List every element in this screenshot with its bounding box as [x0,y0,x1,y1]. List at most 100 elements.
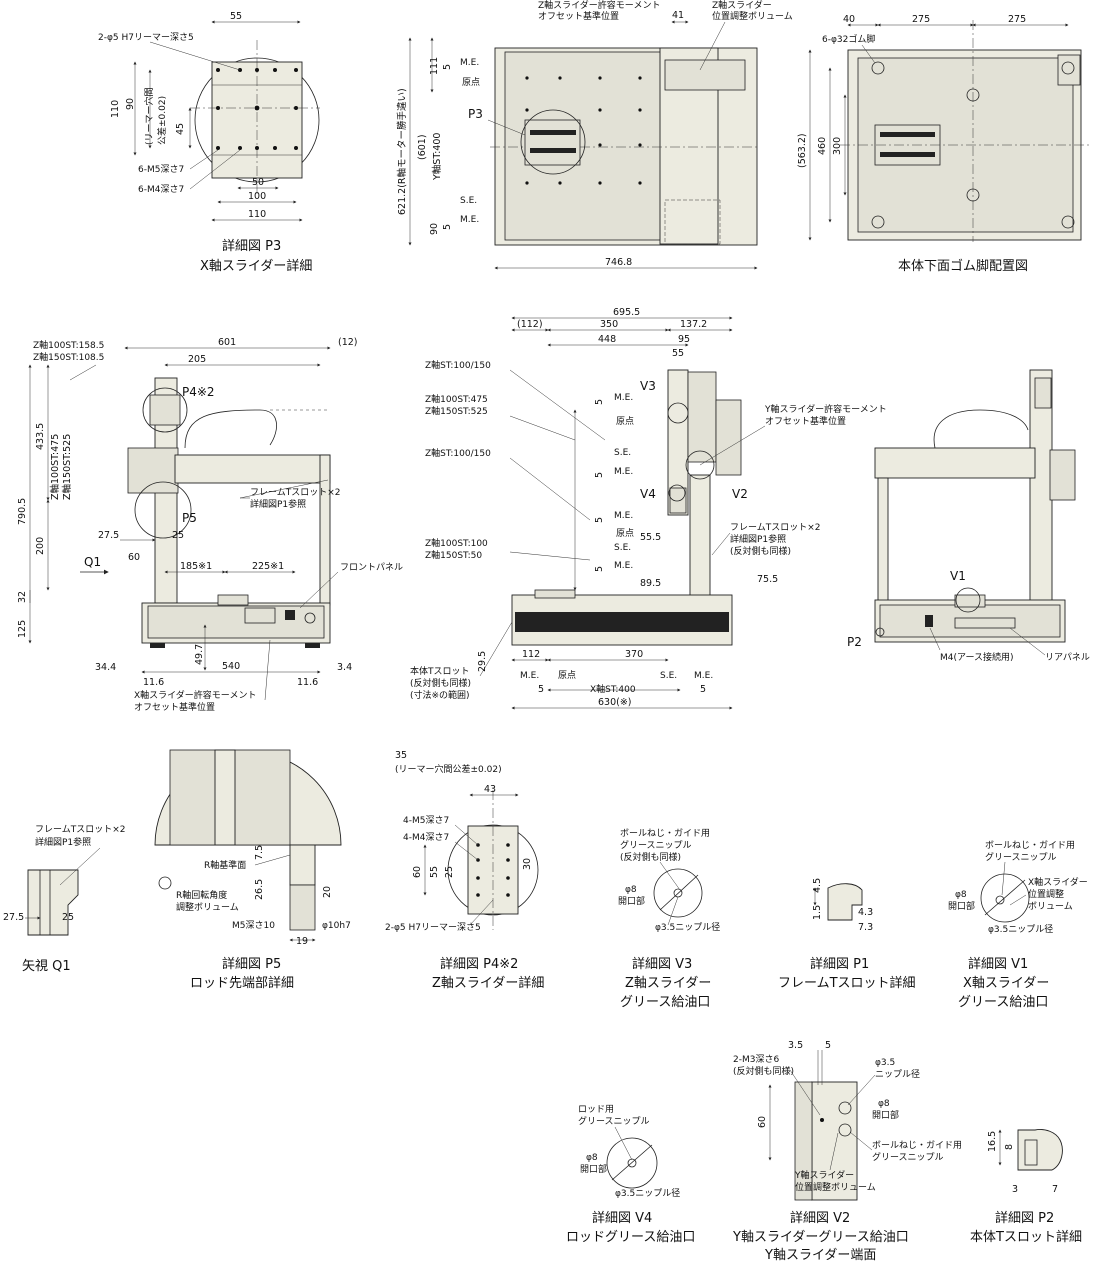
p2-caption-2: 本体Tスロット詳細 [970,1229,1082,1245]
sv-me-4: M.E. [614,561,633,571]
rubber-foot-2 [966,88,980,102]
sv-dim-5-2: 5 [594,472,605,478]
v4-phi35: φ3.5ニップル径 [615,1187,680,1199]
p1-dim-43: 4.3 [858,907,873,918]
bv-feet-note: 6-φ32ゴム脚 [822,33,875,45]
q1-frame-1: フレームTスロット×2 [35,824,126,835]
top-origin: 原点 [462,77,480,88]
sv-dim-6955: 695.5 [613,307,640,318]
sv-me-1: M.E. [614,393,633,403]
rear-y-beam [874,447,1036,479]
q1-caption: 矢視 Q1 [22,959,71,974]
sv-frame-slot-1: フレームTスロット×2 [730,522,821,533]
v2-m3-2: (反対側も同様) [733,1065,794,1077]
fv-z100: Z軸100ST:158.5 [33,339,104,351]
sv-me-6: M.E. [694,671,713,681]
top-view: Z軸スライダー許容モーメント オフセット基準位置 41 Z軸スライダー 位置調整… [396,0,793,270]
p1-caption-1: 詳細図 P1 [810,956,869,972]
v1-open: 開口部 [948,900,975,912]
p3-caption-2: X軸スライダー詳細 [200,258,312,274]
v2-dim-5: 5 [825,1040,831,1051]
fv-dim-116a: 11.6 [143,677,164,688]
top-p3-tag: P3 [468,107,483,121]
v3-phi35: φ3.5ニップル径 [655,921,720,933]
sv-me-5: M.E. [520,671,539,681]
top-me-top: M.E. [460,58,479,68]
v1-x-adj-2: 位置調整 [1028,888,1064,900]
p5-dim-75: 7.5 [254,845,265,860]
p3-ream-note: 2-φ5 H7リーマー深さ5 [98,32,194,43]
v4-note-1: ロッド用 [578,1104,614,1115]
p4-caption-2: Z軸スライダー詳細 [432,975,544,991]
fv-dim-601: 601 [218,337,236,348]
rear-left-leg [877,477,889,604]
sv-me-2: M.E. [614,467,633,477]
fv-p4-tag: P4※2 [182,385,215,399]
p4-ream: 2-φ5 H7リーマー深さ5 [385,922,481,933]
sv-se-2: S.E. [614,543,631,553]
sv-v2-tag: V2 [732,487,748,501]
p1-dim-15: 1.5 [812,905,823,920]
detail-v1: ボールねじ・ガイド用 グリースニップル X軸スライダー 位置調整 ボリューム φ… [948,840,1088,1010]
fv-z150-525: Z軸150ST:525 [61,434,73,500]
top-dim-621: 621.2(R軸モーター勝手違い) [396,88,408,215]
p4-m5: 4-M5深さ7 [403,815,449,826]
top-z-offset-2: オフセット基準位置 [538,10,619,22]
v2-nipple: ニップル径 [875,1068,920,1080]
fv-dim-4335: 433.5 [35,423,46,450]
p4-dim-43: 43 [484,784,496,795]
fv-dim-540: 540 [222,661,240,672]
fv-dim-497: 49.7 [194,644,205,665]
fv-dim-200: 200 [35,537,46,555]
fv-q1: Q1 [84,555,101,569]
rv-rear-panel: リアパネル [1045,652,1090,663]
q1-dim-275: 27.5 [3,912,24,923]
p2-dim-8: 8 [1004,1144,1015,1150]
v2-ball-2: グリースニップル [872,1151,944,1163]
fv-dim-34: 3.4 [337,662,352,673]
p5-phi10: φ10h7 [322,921,351,931]
p3-m4-note: 6-M4深さ7 [138,184,184,195]
bv-dim-5632: (563.2) [797,133,808,168]
sv-se-1: S.E. [614,448,631,458]
detail-v3: ボールねじ・ガイド用 グリースニップル (反対側も同様) φ8 開口部 φ3.5… [618,828,720,1010]
top-z-adj-1: Z軸スライダー [712,0,772,11]
detail-p1: 4.5 1.5 4.3 7.3 詳細図 P1 フレームTスロット詳細 [778,878,916,991]
q1-frame-2: 詳細図P1参照 [35,836,91,848]
bv-dim-300: 300 [832,137,843,155]
v3-open: 開口部 [618,895,645,907]
p1-dim-73: 7.3 [858,922,873,933]
v2-phi35a: φ3.5 [875,1058,895,1068]
side-view: 695.5 (112) 350 137.2 448 95 55 Z軸ST:100… [410,307,887,710]
sv-z150-50: Z軸150ST:50 [425,549,482,561]
front-view: Z軸100ST:158.5 Z軸150ST:108.5 601 (12) 205… [17,337,403,713]
bv-dim-275a: 275 [912,14,930,25]
rubber-foot-3 [1061,61,1075,75]
fv-dim-25: 25 [172,530,184,541]
v4-note-2: グリースニップル [578,1115,650,1127]
p5-caption-1: 詳細図 P5 [222,956,281,972]
p3-dim-100: 100 [248,191,266,202]
p5-dim-20: 20 [322,886,333,898]
sv-dim-370: 370 [625,649,643,660]
p4-tol: (リーマー穴間公差±0.02) [395,763,502,775]
sv-z100-100: Z軸100ST:100 [425,537,488,549]
sv-z100-475: Z軸100ST:475 [425,393,488,405]
fv-dim-344: 34.4 [95,662,116,673]
p3-caption-1: 詳細図 P3 [222,238,281,254]
p4-m4: 4-M4深さ7 [403,832,449,843]
sv-dim-55: 55 [672,348,684,359]
sv-body-slot-1: 本体Tスロット [410,665,470,677]
sv-z150-525: Z軸150ST:525 [425,405,488,417]
fv-front-panel: フロントパネル [340,562,403,573]
sv-dim-895: 89.5 [640,578,661,589]
v3-caption-2: Z軸スライダー [625,976,711,991]
p3-m5-note: 6-M5深さ7 [138,164,184,175]
sv-dim-95: 95 [678,334,690,345]
bv-dim-40: 40 [843,14,855,25]
bv-caption: 本体下面ゴム脚配置図 [898,258,1028,274]
p3-dim-55: 55 [230,11,242,22]
rv-p2-tag: P2 [847,635,862,649]
p5-caption-2: ロッド先端部詳細 [190,975,294,991]
fv-dim-12: (12) [338,337,358,348]
